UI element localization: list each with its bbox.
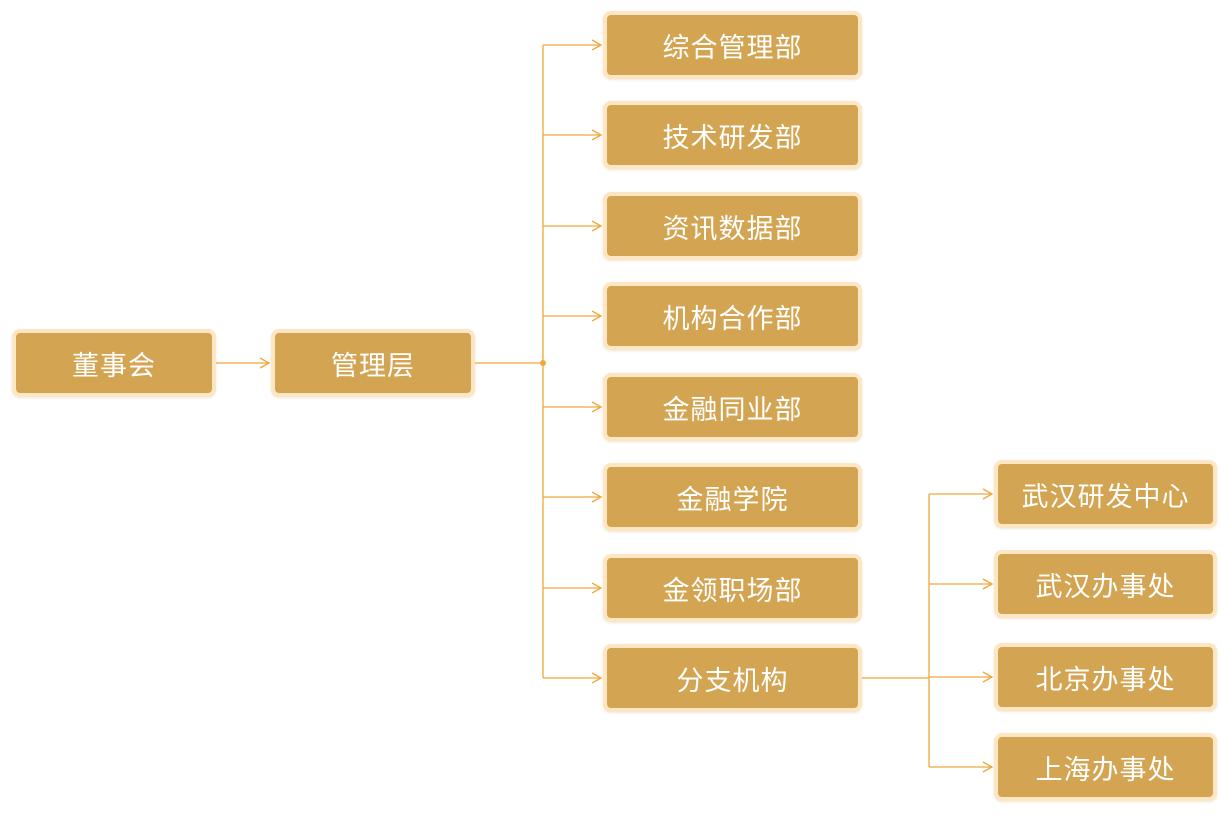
node-dept-finance-academy: 金融学院 (603, 463, 862, 531)
junction-dot (540, 360, 546, 366)
node-dept-career: 金领职场部 (603, 554, 862, 622)
node-branch-beijing-office: 北京办事处 (994, 643, 1217, 711)
node-management: 管理层 (271, 329, 475, 397)
node-board: 董事会 (12, 329, 216, 397)
node-branch-shanghai-office: 上海办事处 (994, 733, 1217, 801)
node-branch-wuhan-rnd-center: 武汉研发中心 (994, 460, 1217, 528)
node-dept-institutional-cooperation: 机构合作部 (603, 282, 862, 350)
node-dept-info-data: 资讯数据部 (603, 192, 862, 260)
node-dept-tech-rnd: 技术研发部 (603, 101, 862, 169)
node-dept-branches: 分支机构 (603, 644, 862, 712)
node-dept-financial-interbank: 金融同业部 (603, 373, 862, 441)
node-branch-wuhan-office: 武汉办事处 (994, 550, 1217, 618)
node-dept-comprehensive-management: 综合管理部 (603, 11, 862, 79)
